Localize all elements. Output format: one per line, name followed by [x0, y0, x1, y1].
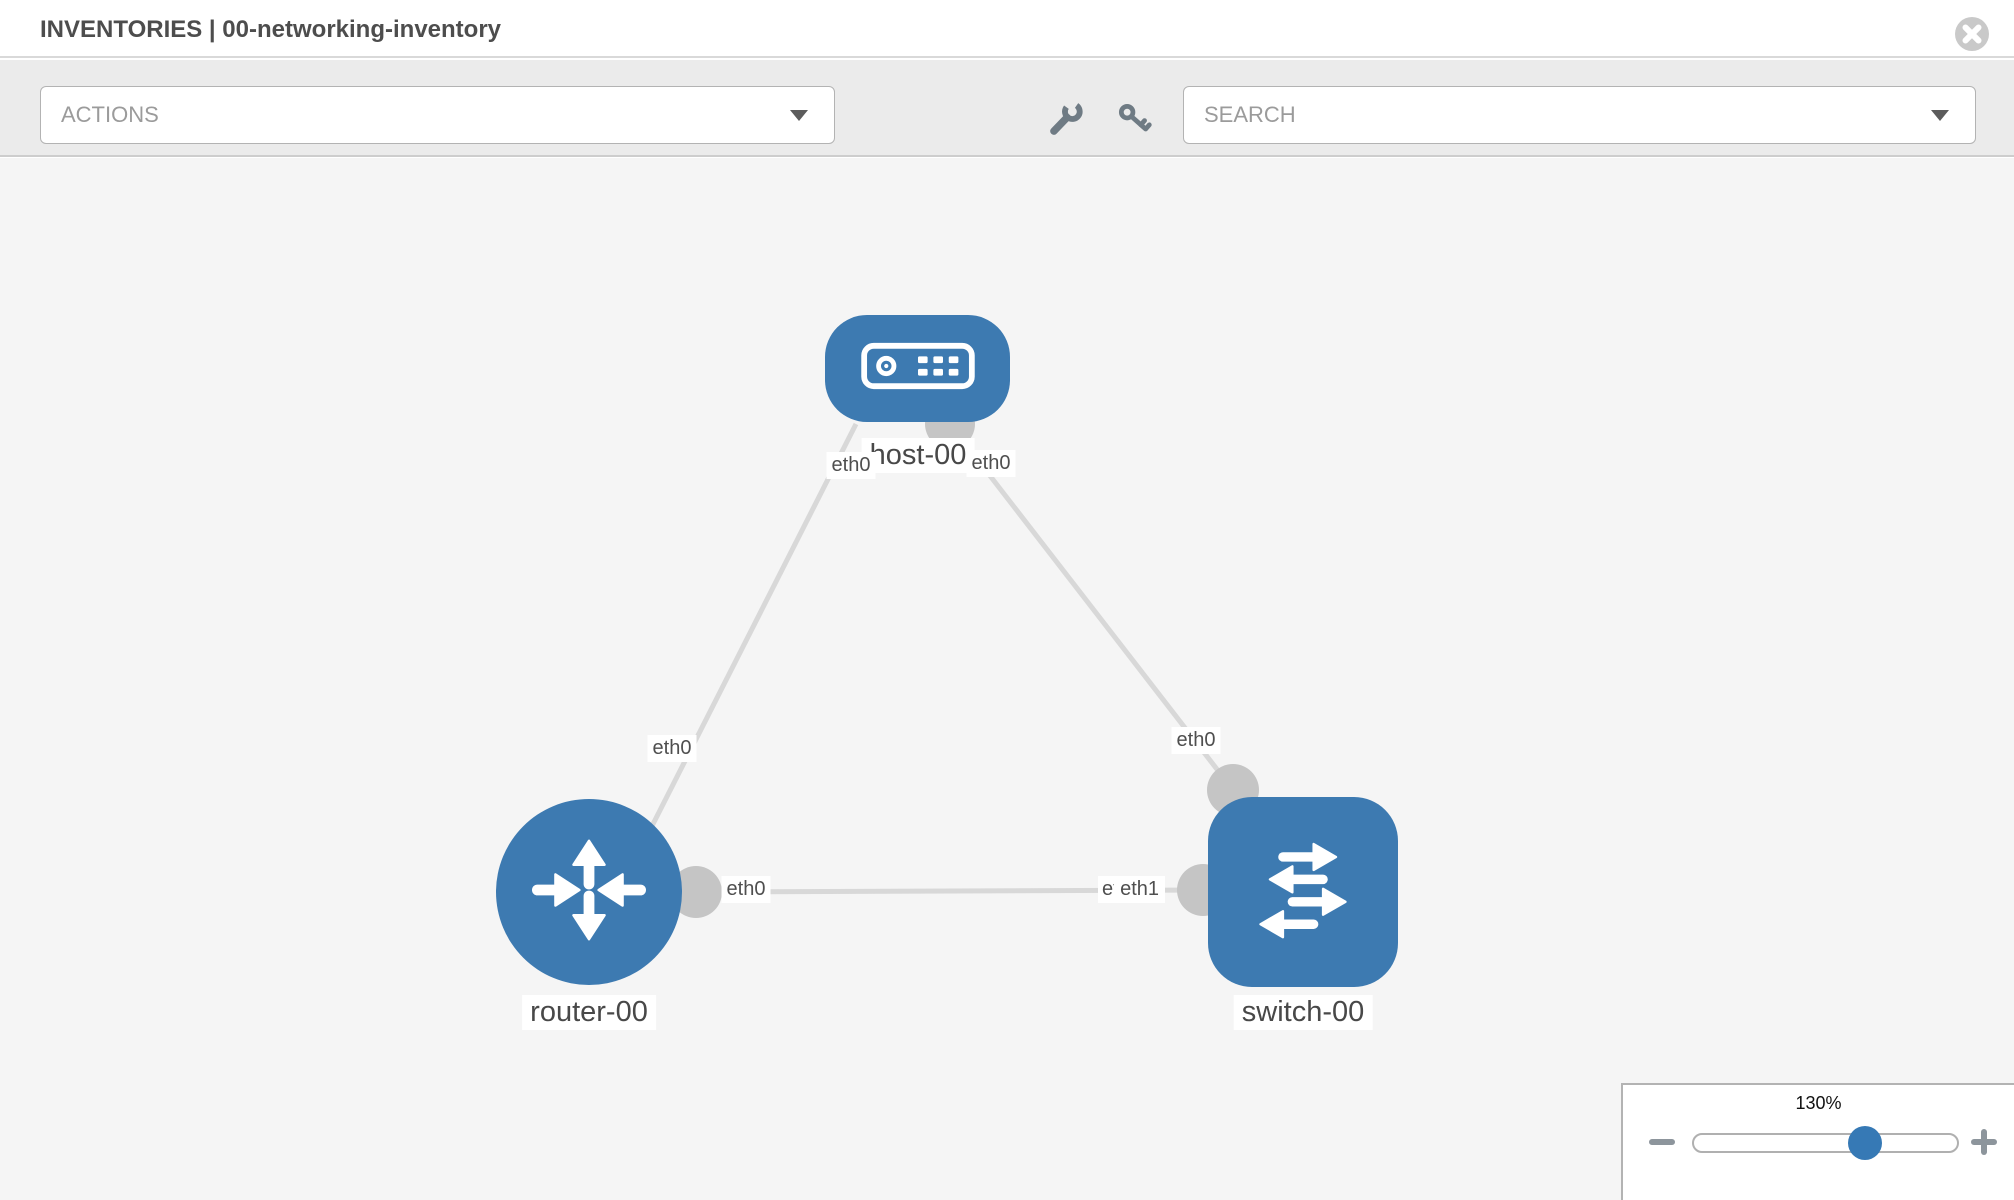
iface-label-switch-to-router-group: etl eth1	[1098, 876, 1166, 903]
zoom-out-minus-icon[interactable]	[1649, 1139, 1675, 1145]
zoom-control-panel: 130%	[1621, 1083, 2014, 1200]
topology-canvas[interactable]: host-00 router-00 switch-00 eth0 eth0 et…	[0, 158, 2014, 1200]
iface-label-host-to-router: eth0	[826, 452, 876, 479]
node-label-host: host-00	[861, 438, 975, 473]
iface-label-switch-to-host: eth0	[1171, 727, 1221, 754]
key-icon[interactable]	[1115, 100, 1153, 138]
search-dropdown-label: SEARCH	[1204, 102, 1296, 127]
iface-label-host-to-switch: eth0	[966, 450, 1016, 477]
zoom-slider-thumb[interactable]	[1848, 1126, 1882, 1160]
header-bar: INVENTORIES | 00-networking-inventory	[0, 0, 2014, 58]
chevron-down-icon	[1931, 109, 1949, 121]
toolbar: ACTIONS SEARCH	[0, 60, 2014, 157]
actions-dropdown[interactable]: ACTIONS	[40, 86, 835, 144]
iface-label-switch-to-router: eth1	[1114, 876, 1166, 903]
link-lines-layer	[647, 399, 1259, 918]
host-icon	[859, 341, 977, 396]
close-icon[interactable]	[1954, 16, 1990, 52]
interface-dot-router[interactable]	[670, 866, 722, 918]
link-host-router[interactable]	[647, 422, 859, 832]
page-title: INVENTORIES | 00-networking-inventory	[40, 16, 502, 43]
search-dropdown[interactable]: SEARCH	[1183, 86, 1976, 144]
zoom-slider-track[interactable]	[1692, 1133, 1959, 1153]
iface-label-router-to-host: eth0	[647, 735, 697, 762]
router-icon	[529, 830, 649, 955]
wrench-icon[interactable]	[1047, 100, 1085, 138]
node-host-00[interactable]	[825, 315, 1010, 422]
iface-label-router-to-switch: eth0	[721, 876, 771, 903]
switch-icon	[1240, 831, 1366, 954]
node-label-router: router-00	[522, 995, 656, 1030]
node-label-switch: switch-00	[1233, 995, 1373, 1030]
node-switch-00[interactable]	[1208, 797, 1398, 987]
zoom-percentage: 130%	[1795, 1093, 1842, 1113]
node-router-00[interactable]	[496, 799, 682, 985]
chevron-down-icon	[790, 109, 808, 121]
actions-dropdown-label: ACTIONS	[61, 102, 159, 127]
zoom-in-plus-icon[interactable]	[1971, 1129, 1997, 1155]
